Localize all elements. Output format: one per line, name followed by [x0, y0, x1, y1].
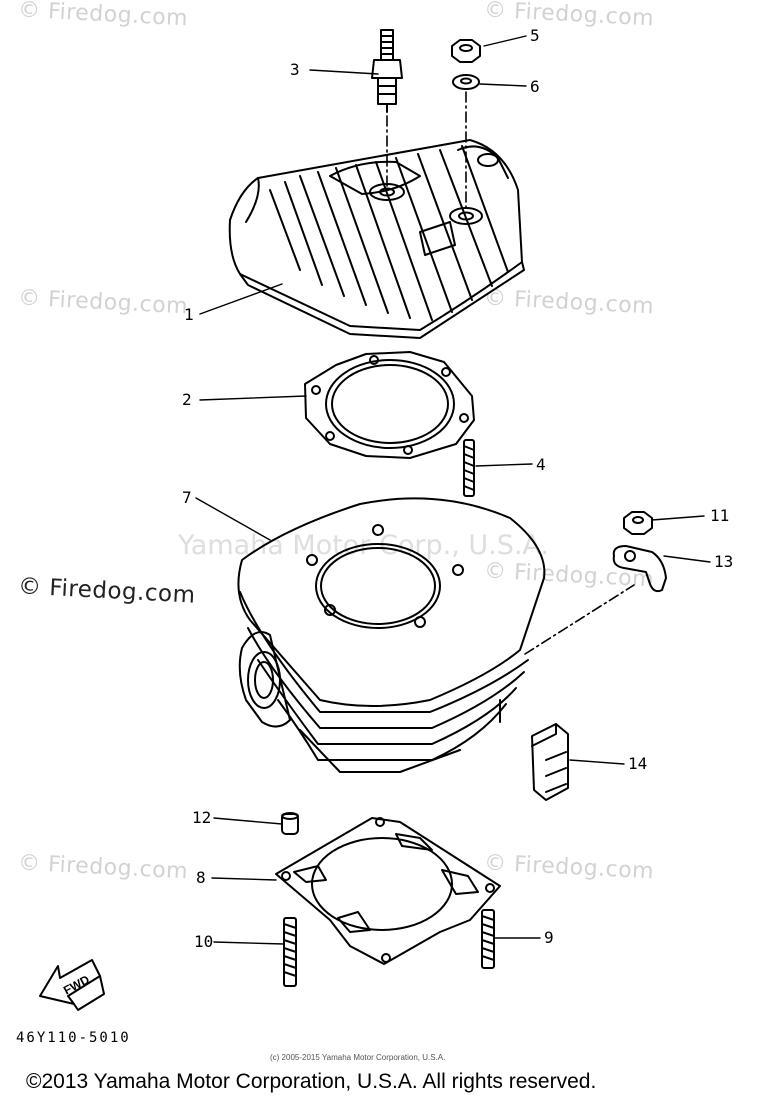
callout-10: 10 [194, 932, 214, 951]
cylinder-head [228, 139, 525, 339]
callout-14: 14 [628, 754, 648, 773]
head-gasket [304, 351, 475, 459]
fwd-arrow-icon [39, 959, 105, 1011]
alignment-lines [386, 91, 635, 655]
callout-4: 4 [536, 455, 546, 474]
dowel-pin [281, 812, 299, 835]
leader-lines [195, 35, 711, 945]
callout-13: 13 [714, 552, 734, 571]
callout-5: 5 [530, 26, 540, 45]
callout-2: 2 [182, 390, 192, 409]
callout-7: 7 [182, 488, 192, 507]
small-copyright: (c) 2005-2015 Yamaha Motor Corporation, … [270, 1053, 446, 1062]
callout-3: 3 [290, 60, 300, 79]
washer [452, 74, 480, 90]
stud [463, 439, 475, 497]
stud-right [481, 909, 495, 969]
callout-8: 8 [196, 868, 206, 887]
footer-copyright: ©2013 Yamaha Motor Corporation, U.S.A. A… [26, 1070, 597, 1093]
spark-plug [371, 29, 403, 113]
damper-block [531, 723, 569, 801]
part-code: 46Y110-5010 [16, 1030, 131, 1046]
callout-9: 9 [544, 928, 554, 947]
base-gasket [275, 817, 501, 965]
bracket [612, 545, 667, 593]
stud-left [283, 917, 297, 987]
cylinder [237, 497, 546, 773]
nut [451, 39, 481, 63]
callout-12: 12 [192, 808, 212, 827]
bracket-nut [623, 511, 653, 535]
callout-11: 11 [710, 506, 730, 525]
callout-6: 6 [530, 77, 540, 96]
callout-1: 1 [184, 305, 194, 324]
